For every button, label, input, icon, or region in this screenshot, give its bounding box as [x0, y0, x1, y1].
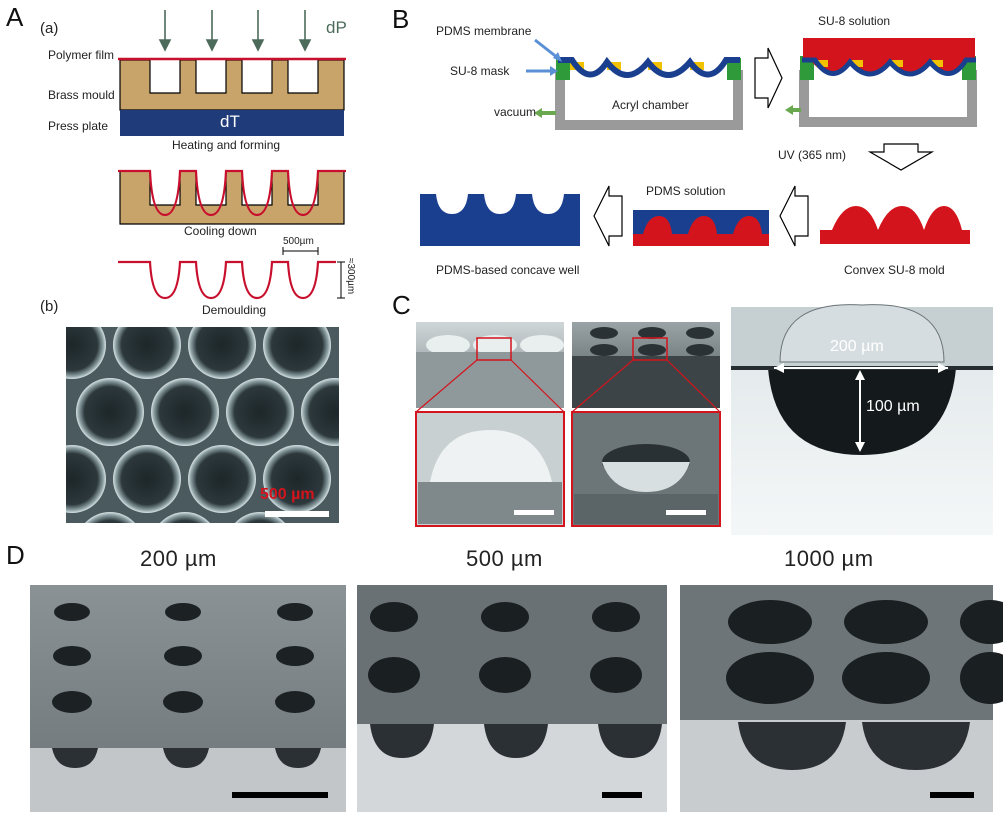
- su8-mask-label: SU-8 mask: [450, 64, 510, 78]
- press-plate-label: Press plate: [48, 119, 109, 133]
- size-label-1000: 1000 µm: [784, 546, 874, 571]
- pdms-solution-label: PDMS solution: [646, 184, 726, 198]
- pdms-membrane-label: PDMS membrane: [436, 24, 532, 38]
- heat-label: dT: [220, 112, 240, 131]
- well-width-label: 200 µm: [830, 338, 884, 355]
- subpanel-a-label: (a): [40, 20, 59, 37]
- step-heating-label: Heating and forming: [172, 138, 281, 152]
- panel-letter-c: C: [392, 290, 411, 320]
- polymer-film-label: Polymer film: [48, 48, 115, 62]
- scalebar-label-b: 500 µm: [260, 486, 315, 503]
- step-cooling-label: Cooling down: [184, 224, 257, 238]
- su8-solution-label: SU-8 solution: [818, 14, 891, 28]
- step-demoulding-label: Demoulding: [202, 303, 267, 317]
- size-label-500: 500 µm: [466, 546, 543, 571]
- brass-mould-label: Brass mould: [48, 88, 115, 102]
- well-depth-label: 100 µm: [866, 398, 920, 415]
- dim-height-label: ≈300µm: [345, 258, 356, 295]
- uv-label: UV (365 nm): [778, 148, 847, 162]
- acryl-chamber-label: Acryl chamber: [612, 98, 689, 112]
- subpanel-b-label: (b): [40, 298, 59, 315]
- size-label-200: 200 µm: [140, 546, 217, 571]
- concave-well-label: PDMS-based concave well: [436, 263, 580, 277]
- panel-letter-a: A: [6, 2, 24, 32]
- pressure-label: dP: [326, 18, 347, 37]
- panel-letter-d: D: [6, 540, 25, 570]
- panel-letter-b: B: [392, 4, 410, 34]
- vacuum-label: vacuum: [494, 105, 537, 119]
- convex-mold-label: Convex SU-8 mold: [844, 263, 945, 277]
- dim-width-label: 500µm: [283, 236, 314, 247]
